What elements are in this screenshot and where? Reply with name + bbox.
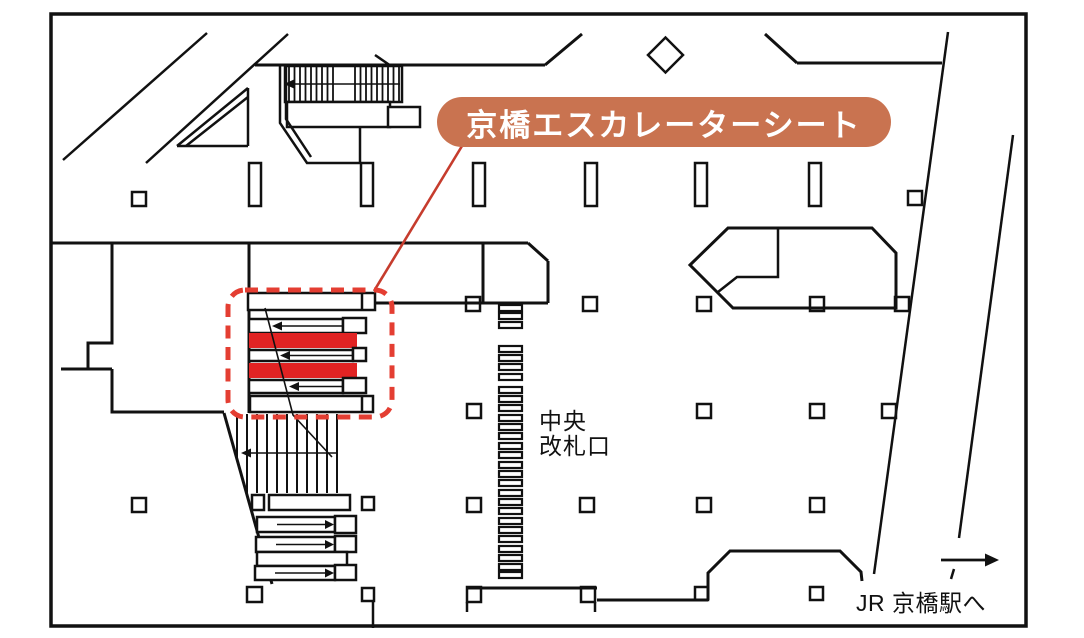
location-callout-badge: 京橋エスカレーターシート: [437, 97, 891, 147]
escalator-right-arrow-icon: [325, 540, 334, 549]
upper-escalator-lane: [247, 346, 368, 363]
upper-escalator-lane: [247, 316, 368, 335]
lower-escalator-lane: [254, 534, 358, 554]
pillars: [130, 161, 924, 604]
escalator-sheet-highlight-bar: [249, 333, 357, 348]
highlight-dashed-box: [225, 287, 395, 420]
upper-escalator-lane: [247, 376, 368, 395]
escalator-sheet-highlight-bar: [249, 363, 357, 378]
escalator-right-arrow-icon: [325, 568, 334, 578]
map-frame: [49, 12, 1028, 628]
lower-stairs-left-arrow-icon: [241, 448, 251, 458]
escalator-left-arrow-icon: [289, 382, 299, 391]
upper-boundary-walls: [255, 32, 942, 68]
callout-leader-line: [372, 145, 464, 292]
escalator-left-arrow-icon: [272, 321, 282, 331]
lower-escalator-bank: [222, 412, 375, 628]
triangle-structure: [176, 87, 250, 148]
jr-line-boundary: [872, 31, 1015, 580]
bottom-walls: [465, 549, 864, 612]
central-gate-label-line2: 改札口: [539, 433, 611, 459]
central-gate-label-line1: 中央: [539, 408, 587, 434]
central-gate-label: 中央 改札口: [539, 409, 611, 459]
boundary-diagonals: [62, 32, 289, 164]
stairs-upper-block: [278, 64, 422, 165]
ticket-gate-array: [497, 303, 524, 580]
stairs-direction-left-arrow-icon: [284, 79, 294, 89]
jr-station-label: JR 京橋駅へ: [856, 590, 986, 616]
arrow-room: [687, 226, 898, 310]
escalator-highlight-group: [246, 291, 377, 458]
escalator-right-arrow-icon: [325, 520, 334, 529]
location-callout-label: 京橋エスカレーターシート: [466, 107, 862, 143]
lower-escalator-lane: [255, 514, 358, 535]
diamond-pillar: [646, 35, 685, 75]
jr-direction-arrow-icon: [941, 553, 999, 567]
lower-escalator-lane: [253, 563, 358, 582]
escalator-left-arrow-icon: [280, 351, 290, 360]
